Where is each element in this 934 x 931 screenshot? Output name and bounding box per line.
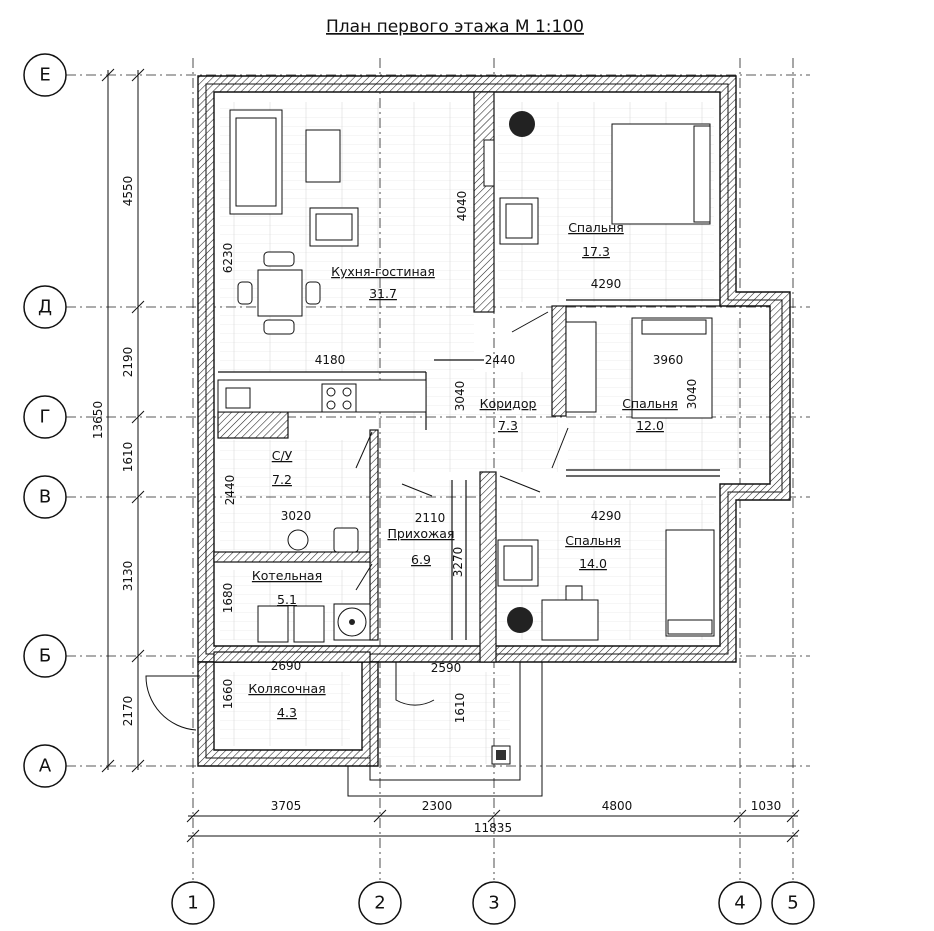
room-name-bedroom-3: Спальня: [565, 533, 621, 548]
axis-bubble-4: [718, 881, 762, 925]
svg-text:2690: 2690: [271, 659, 302, 673]
svg-text:2: 2: [374, 893, 385, 914]
svg-text:4290: 4290: [591, 509, 622, 523]
dim-bottom-3: 4800: [602, 799, 633, 813]
room-area-bedroom-3: 14.0: [579, 556, 607, 571]
svg-text:1: 1: [187, 893, 198, 914]
room-area-boiler: 5.1: [277, 592, 297, 607]
svg-text:4: 4: [734, 893, 745, 914]
axis-bubble-3: [472, 881, 516, 925]
svg-text:Г: Г: [40, 407, 51, 428]
svg-text:1680: 1680: [221, 583, 235, 614]
room-area-stroller: 4.3: [277, 705, 297, 720]
room-area-kitchen: 31.7: [369, 286, 397, 301]
room-area-bedroom-2: 12.0: [636, 418, 664, 433]
left-dimensions: 4550 2190 1610 3130 2170 13650: [91, 176, 135, 727]
room-labels: Кухня-гостиная 31.7 Спальня 17.3 Коридор…: [248, 220, 677, 720]
room-area-bedroom-1: 17.3: [582, 244, 610, 259]
svg-text:2440: 2440: [223, 475, 237, 506]
svg-text:2110: 2110: [415, 511, 446, 525]
svg-text:2590: 2590: [431, 661, 462, 675]
room-name-bedroom-1: Спальня: [568, 220, 624, 235]
room-name-stroller: Колясочная: [248, 681, 325, 696]
svg-text:Е: Е: [39, 65, 50, 86]
svg-text:Б: Б: [39, 646, 51, 667]
bottom-dimensions: 3705 2300 4800 1030 11835: [271, 799, 782, 835]
furniture: [217, 109, 715, 643]
axis-bubble-v: [23, 475, 67, 519]
dim-bottom-2: 2300: [422, 799, 453, 813]
axis-bubble-g: [23, 395, 67, 439]
axis-bubble-a: [23, 744, 67, 788]
svg-text:5: 5: [787, 893, 798, 914]
svg-text:3040: 3040: [453, 381, 467, 412]
axis-bubble-5: [771, 881, 815, 925]
dim-bottom-1: 3705: [271, 799, 302, 813]
outer-walls: [197, 75, 791, 797]
svg-text:Д: Д: [38, 297, 52, 318]
room-name-bedroom-2: Спальня: [622, 396, 678, 411]
svg-text:4290: 4290: [591, 277, 622, 291]
svg-text:6230: 6230: [221, 243, 235, 274]
svg-text:3960: 3960: [653, 353, 684, 367]
dim-bottom-total: 11835: [474, 821, 512, 835]
dim-left-4: 3130: [121, 561, 135, 592]
svg-text:4180: 4180: [315, 353, 346, 367]
plan-title: План первого этажа М 1:100: [326, 17, 584, 37]
axis-bubble-e: [23, 53, 67, 97]
room-area-hall: 6.9: [411, 552, 431, 567]
svg-text:1660: 1660: [221, 679, 235, 710]
svg-text:2440: 2440: [485, 353, 516, 367]
axis-bubbles-vertical: 1 2 3 4 5: [171, 881, 815, 925]
doors: [145, 311, 569, 731]
room-name-kitchen: Кухня-гостиная: [331, 264, 435, 279]
svg-text:3270: 3270: [451, 547, 465, 578]
dim-left-3: 1610: [121, 442, 135, 473]
dim-left-5: 2170: [121, 696, 135, 727]
axis-bubble-1: [171, 881, 215, 925]
room-name-boiler: Котельная: [252, 568, 322, 583]
svg-text:А: А: [39, 756, 52, 777]
axis-bubble-d: [23, 285, 67, 329]
dim-left-total: 13650: [91, 401, 105, 439]
axis-bubble-2: [358, 881, 402, 925]
room-name-bathroom: С/У: [272, 448, 293, 463]
svg-text:В: В: [39, 487, 51, 508]
axis-bubble-b: [23, 634, 67, 678]
axis-bubbles-horizontal: Е Д Г В Б А: [23, 53, 67, 788]
svg-text:3040: 3040: [685, 379, 699, 410]
dim-bottom-4: 1030: [751, 799, 782, 813]
dim-left-1: 4550: [121, 176, 135, 207]
dim-left-2: 2190: [121, 347, 135, 378]
svg-text:3: 3: [488, 893, 499, 914]
room-area-corridor: 7.3: [498, 418, 518, 433]
inner-dimensions: 6230 4040 4290 4180 2440 3960 3040 3040 …: [221, 191, 699, 724]
svg-text:3020: 3020: [281, 509, 312, 523]
svg-text:1610: 1610: [453, 693, 467, 724]
room-name-corridor: Коридор: [480, 396, 537, 411]
room-name-hall: Прихожая: [388, 526, 455, 541]
svg-text:4040: 4040: [455, 191, 469, 222]
room-area-bathroom: 7.2: [272, 472, 292, 487]
dimension-lines: [101, 68, 800, 843]
